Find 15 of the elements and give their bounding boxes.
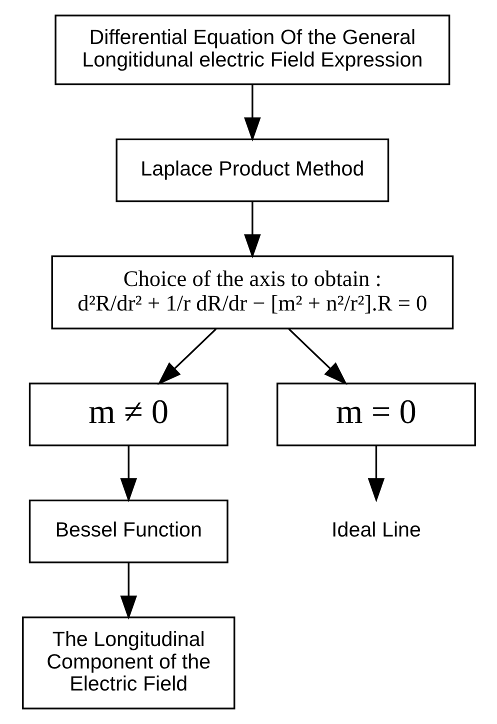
node-box: m = 0	[276, 382, 476, 446]
node-box: The Longitudinal Component of the Electric Field	[22, 616, 235, 710]
node-text: Ideal Line	[331, 518, 420, 542]
node-box: Bessel Function	[28, 500, 228, 564]
arrow	[120, 562, 137, 620]
arrow	[288, 328, 347, 386]
node-box: Choice of the axis to obtain : d²R/dr² + 1/r dR/dr − [m² + n²/r²].R = 0	[50, 255, 454, 330]
arrow	[120, 446, 137, 502]
arrow	[244, 84, 260, 142]
arrow	[367, 446, 384, 502]
arrow	[244, 201, 260, 258]
node-box: Laplace Product Method	[115, 138, 389, 202]
arrow	[157, 328, 216, 386]
node-box: m ≠ 0	[28, 382, 228, 446]
node-box: Differential Equation Of the General Longitidunal electric Field Expression	[54, 14, 450, 86]
